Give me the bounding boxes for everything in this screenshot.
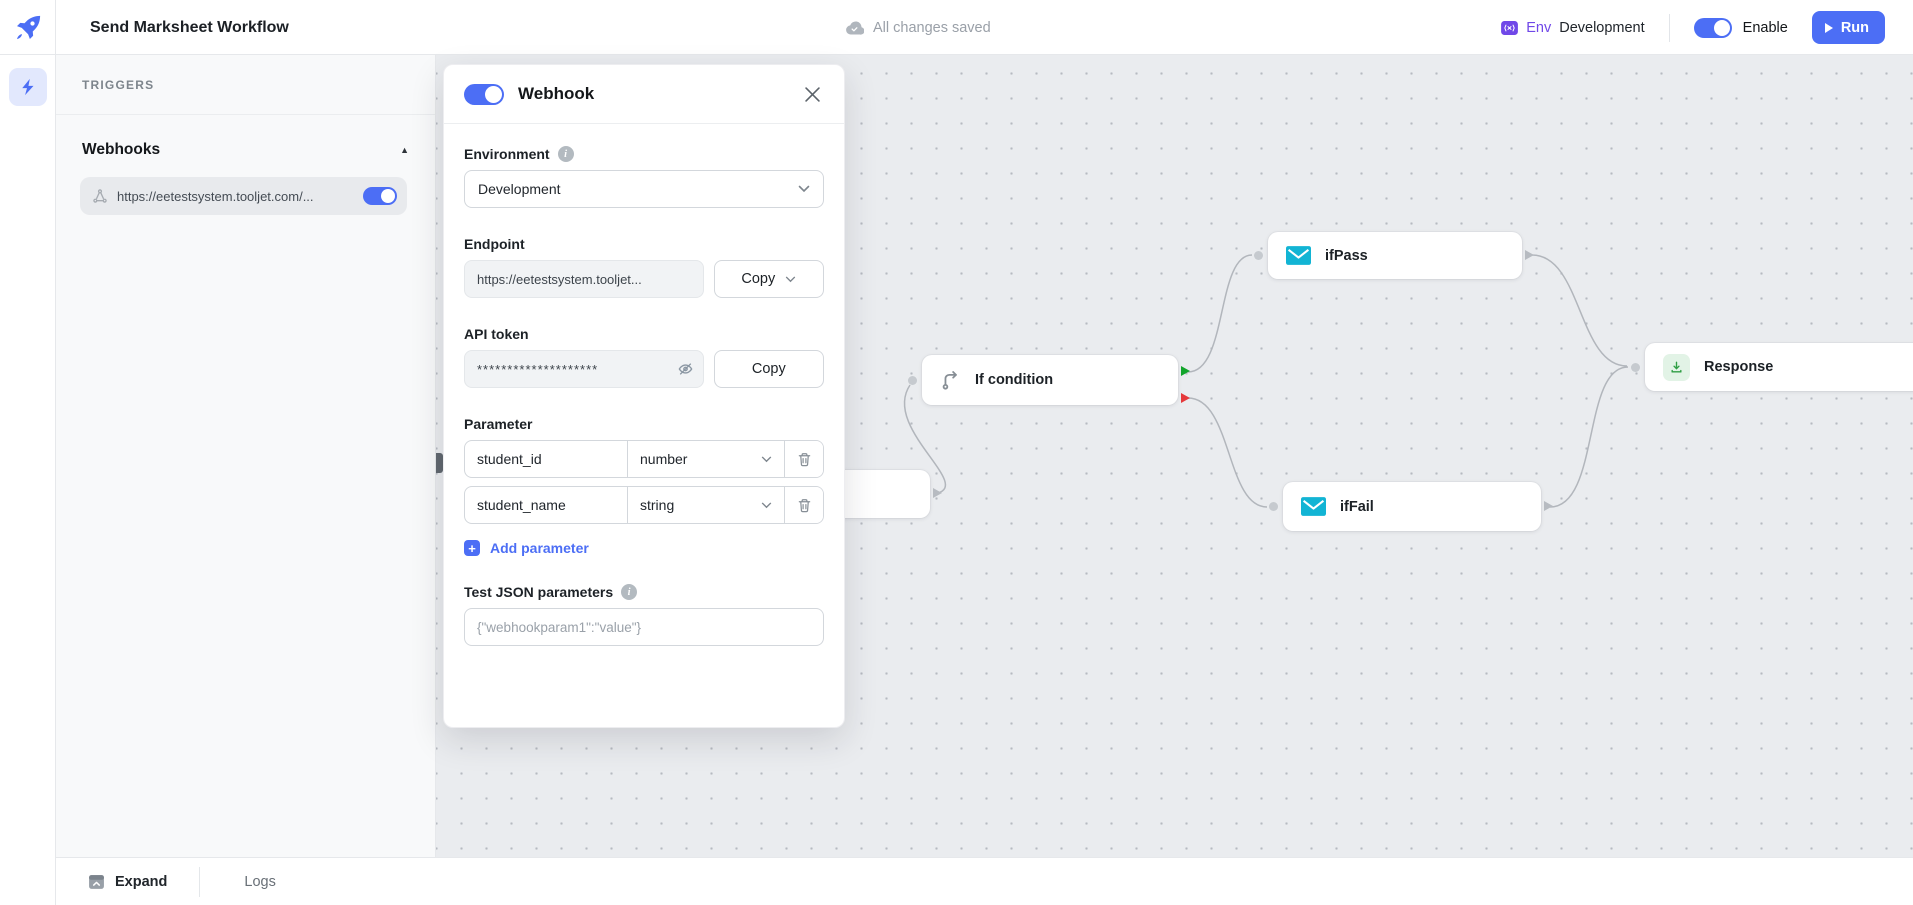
top-bar: Send Marksheet Workflow All changes save…: [0, 0, 1913, 55]
partially-hidden-element[interactable]: [436, 453, 443, 473]
endpoint-copy-button[interactable]: Copy: [713, 260, 824, 298]
run-button[interactable]: Run: [1811, 11, 1885, 44]
bottombar-divider: [199, 866, 201, 897]
webhook-config-panel: Webhook Environment i Development Endpoi…: [443, 64, 845, 728]
email-icon: [1286, 246, 1311, 265]
output-port[interactable]: [933, 488, 942, 498]
parameter-type-select[interactable]: string: [627, 487, 784, 523]
parameter-name-input[interactable]: [465, 487, 627, 523]
enable-toggle[interactable]: [1693, 17, 1732, 38]
collapse-caret-icon[interactable]: ▲: [400, 145, 409, 155]
add-parameter-button[interactable]: + Add parameter: [464, 540, 824, 556]
output-port[interactable]: [1525, 250, 1534, 260]
api-token-label: API token: [464, 326, 529, 342]
webhook-url: https://eetestsystem.tooljet.com/...: [117, 188, 314, 204]
edge-iffail-to-response: [1549, 366, 1629, 508]
input-port[interactable]: [1254, 251, 1263, 260]
chevron-down-icon: [798, 185, 810, 193]
parameter-row: string: [464, 486, 824, 524]
chevron-down-icon: [761, 456, 772, 463]
cloud-check-icon: [846, 20, 864, 35]
parameter-row: number: [464, 440, 824, 478]
environment-select-value: Development: [478, 181, 561, 197]
lightning-icon: [21, 78, 34, 96]
webhooks-section-title: Webhooks: [82, 141, 161, 158]
save-status: All changes saved: [845, 0, 991, 55]
env-label: Env: [1526, 19, 1552, 36]
api-token-copy-button[interactable]: Copy: [713, 350, 824, 388]
test-json-label: Test JSON parameters: [464, 584, 614, 600]
node-label: ifFail: [1340, 498, 1374, 515]
info-icon[interactable]: i: [621, 584, 638, 600]
close-icon[interactable]: [801, 83, 824, 106]
parameter-name-input[interactable]: [465, 441, 627, 477]
eye-off-icon[interactable]: [677, 361, 694, 378]
parameter-label: Parameter: [464, 416, 533, 432]
env-icon: [1501, 20, 1519, 35]
environment-select[interactable]: Development: [464, 170, 824, 208]
bottom-bar: Expand Logs: [56, 857, 1913, 905]
edge-false-to-iffail: [1187, 397, 1268, 508]
output-port[interactable]: [1544, 501, 1553, 511]
response-icon: [1663, 353, 1690, 381]
email-icon: [1301, 497, 1326, 516]
environment-label: Environment: [464, 146, 550, 162]
left-icon-rail: [0, 55, 56, 905]
delete-parameter-button[interactable]: [784, 487, 823, 523]
chevron-down-icon: [761, 502, 772, 509]
input-port[interactable]: [1269, 502, 1278, 511]
node-label: If condition: [975, 372, 1054, 388]
api-token-input[interactable]: [464, 350, 704, 388]
test-json-input[interactable]: [464, 608, 824, 646]
expand-button[interactable]: Expand: [88, 874, 167, 890]
node-iffail[interactable]: ifFail: [1269, 482, 1553, 531]
false-output-port[interactable]: [1181, 393, 1190, 403]
environment-indicator[interactable]: Env Development: [1501, 19, 1645, 36]
workflow-title: Send Marksheet Workflow: [90, 18, 289, 36]
panel-title: Webhook: [518, 84, 595, 103]
parameter-type-select[interactable]: number: [627, 441, 784, 477]
input-port[interactable]: [1631, 362, 1640, 372]
rocket-icon: [16, 15, 40, 39]
env-value: Development: [1559, 19, 1645, 36]
node-if-condition[interactable]: If condition: [908, 355, 1190, 405]
triggers-sidebar: TRIGGERS Webhooks ▲ https://eetestsystem…: [56, 55, 436, 857]
info-icon[interactable]: i: [557, 146, 574, 162]
plus-icon: +: [464, 540, 480, 556]
true-output-port[interactable]: [1181, 366, 1190, 376]
delete-parameter-button[interactable]: [784, 441, 823, 477]
input-port[interactable]: [908, 375, 917, 385]
node-label: Response: [1704, 359, 1774, 375]
endpoint-input[interactable]: [464, 260, 704, 298]
save-status-text: All changes saved: [873, 19, 991, 36]
chevron-down-icon: [785, 276, 796, 283]
logs-button[interactable]: Logs: [244, 873, 276, 890]
edge-true-to-ifpass: [1187, 254, 1253, 373]
node-ifpass[interactable]: ifPass: [1254, 232, 1534, 279]
play-icon: [1824, 22, 1833, 33]
triggers-rail-button[interactable]: [8, 68, 47, 106]
topbar-divider: [1668, 13, 1670, 42]
webhook-enable-toggle[interactable]: [363, 187, 397, 205]
node-response[interactable]: Response: [1631, 343, 1913, 391]
webhook-icon: [92, 188, 108, 204]
app-logo[interactable]: [0, 0, 56, 55]
webhook-list-item[interactable]: https://eetestsystem.tooljet.com/...: [80, 177, 407, 215]
expand-panel-icon: [89, 874, 104, 889]
webhook-panel-toggle[interactable]: [464, 83, 504, 105]
if-condition-icon: [940, 370, 961, 391]
node-label: ifPass: [1325, 247, 1368, 264]
edge-ifpass-to-response: [1531, 254, 1628, 367]
enable-label: Enable: [1742, 19, 1788, 36]
triggers-header: TRIGGERS: [56, 55, 435, 115]
endpoint-label: Endpoint: [464, 236, 525, 252]
